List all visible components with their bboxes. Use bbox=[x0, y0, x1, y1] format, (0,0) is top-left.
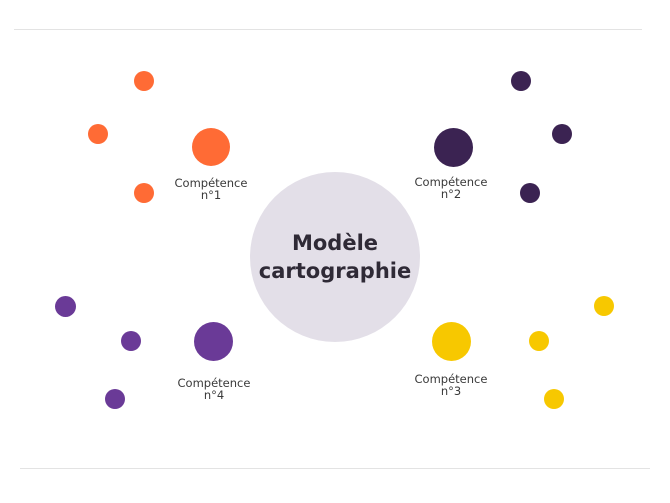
competence-1-satellite-node bbox=[134, 183, 154, 203]
competence-2-label: Compétence n°2 bbox=[391, 176, 511, 200]
competence-3-satellite-node bbox=[529, 331, 549, 351]
competence-1-main-node bbox=[192, 128, 230, 166]
competence-4-satellite-node bbox=[121, 331, 141, 351]
competence-3-satellite-node bbox=[544, 389, 564, 409]
competence-4-label-line1: Compétence bbox=[177, 376, 251, 390]
competence-4-satellite-node bbox=[105, 389, 125, 409]
competence-3-label-line2: n°3 bbox=[440, 384, 462, 398]
competence-3-label: Compétence n°3 bbox=[391, 373, 511, 397]
competence-2-satellite-node bbox=[552, 124, 572, 144]
hub-title: Modèle cartographie bbox=[255, 229, 415, 285]
competence-2-label-line2: n°2 bbox=[440, 187, 462, 201]
competence-3-label-line1: Compétence bbox=[414, 372, 488, 386]
hub-title-line1: Modèle bbox=[291, 231, 379, 255]
central-hub: Modèle cartographie bbox=[250, 172, 420, 342]
bottom-divider bbox=[20, 468, 650, 469]
competence-4-label: Compétence n°4 bbox=[154, 377, 274, 401]
competence-2-satellite-node bbox=[511, 71, 531, 91]
competence-4-main-node bbox=[194, 322, 233, 361]
competence-3-main-node bbox=[432, 322, 471, 361]
competence-1-satellite-node bbox=[88, 124, 108, 144]
competence-2-satellite-node bbox=[520, 183, 540, 203]
competence-3-satellite-node bbox=[594, 296, 614, 316]
competence-1-label: Compétence n°1 bbox=[151, 177, 271, 201]
competence-2-label-line1: Compétence bbox=[414, 175, 488, 189]
competence-1-label-line2: n°1 bbox=[200, 188, 222, 202]
competence-4-label-line2: n°4 bbox=[203, 388, 225, 402]
competence-2-main-node bbox=[434, 128, 473, 167]
competence-1-satellite-node bbox=[134, 71, 154, 91]
competence-4-satellite-node bbox=[55, 296, 76, 317]
competence-1-label-line1: Compétence bbox=[174, 176, 248, 190]
hub-title-line2: cartographie bbox=[258, 259, 412, 283]
top-divider bbox=[14, 29, 642, 30]
